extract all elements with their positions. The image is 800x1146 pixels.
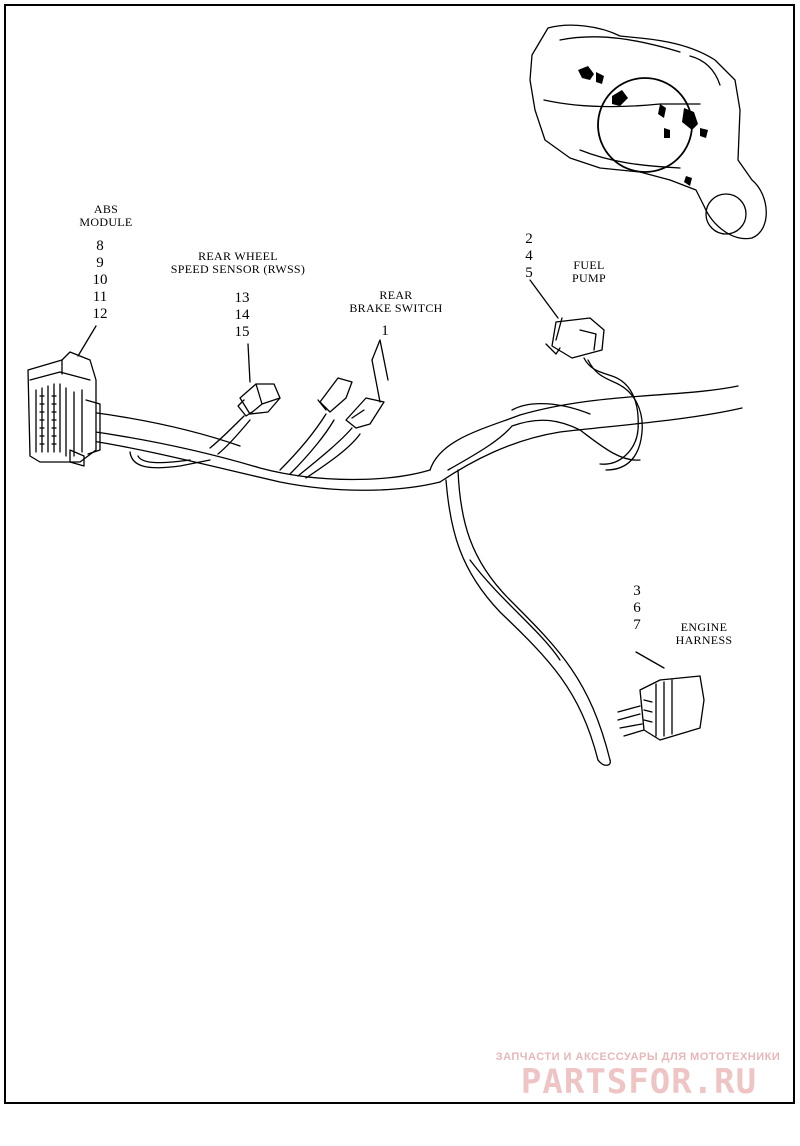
fuel-label-line-1: FUEL: [573, 258, 605, 272]
page-frame: [4, 4, 795, 1104]
leader-lines: [77, 325, 251, 383]
callout-4: 4: [525, 248, 533, 264]
callout-13: 13: [234, 290, 250, 306]
engine-label-line-2: HARNESS: [675, 633, 733, 647]
rwss-label-line-2: SPEED SENSOR (RWSS): [170, 262, 306, 276]
rwss-connector: [209, 383, 281, 455]
harness-trunk: [81, 385, 743, 766]
fuel-label-line-2: PUMP: [572, 271, 606, 285]
brake-label-line-2: BRAKE SWITCH: [349, 301, 443, 315]
abs-label-line-2: MODULE: [79, 215, 133, 229]
callout-3: 3: [633, 583, 641, 599]
motorcycle-locator-icon: [529, 24, 767, 240]
callout-5: 5: [525, 265, 533, 281]
abs-callout-numbers: 8 9 10 11 12: [80, 238, 120, 323]
fuel-pump-label: FUEL PUMP: [554, 259, 624, 285]
locator-highlight-marks: [578, 66, 708, 186]
callout-1: 1: [381, 323, 389, 339]
callout-7: 7: [633, 617, 641, 633]
abs-label-line-1: ABS: [93, 202, 119, 216]
engine-harness-connector: [617, 651, 705, 741]
callout-12: 12: [92, 306, 108, 322]
callout-10: 10: [92, 272, 108, 288]
callout-8: 8: [96, 238, 104, 254]
callout-14: 14: [234, 307, 250, 323]
fuel-pump-connector: [529, 279, 643, 471]
engine-label-line-1: ENGINE: [680, 620, 728, 634]
abs-module-label: ABS MODULE: [70, 203, 142, 229]
abs-module-connector: [27, 351, 101, 467]
engine-harness-label: ENGINE HARNESS: [664, 621, 744, 647]
brake-switch-connectors: [279, 339, 389, 479]
brake-switch-label: REAR BRAKE SWITCH: [336, 289, 456, 315]
callout-2: 2: [525, 231, 533, 247]
engine-callout-numbers: 3 6 7: [622, 583, 652, 634]
rwss-callout-numbers: 13 14 15: [222, 290, 262, 341]
watermark-tagline: ЗАПЧАСТИ И АКСЕССУАРЫ ДЛЯ МОТОТЕХНИКИ: [495, 1051, 781, 1063]
callout-6: 6: [633, 600, 641, 616]
rwss-label-line-1: REAR WHEEL: [198, 249, 278, 263]
fuel-callout-numbers: 2 4 5: [514, 231, 544, 282]
rwss-label: REAR WHEEL SPEED SENSOR (RWSS): [158, 250, 318, 276]
watermark-logo: PARTSFOR.RU: [520, 1062, 758, 1102]
callout-15: 15: [234, 324, 250, 340]
callout-9: 9: [96, 255, 104, 271]
brake-label-line-1: REAR: [379, 288, 413, 302]
callout-11: 11: [92, 289, 108, 305]
